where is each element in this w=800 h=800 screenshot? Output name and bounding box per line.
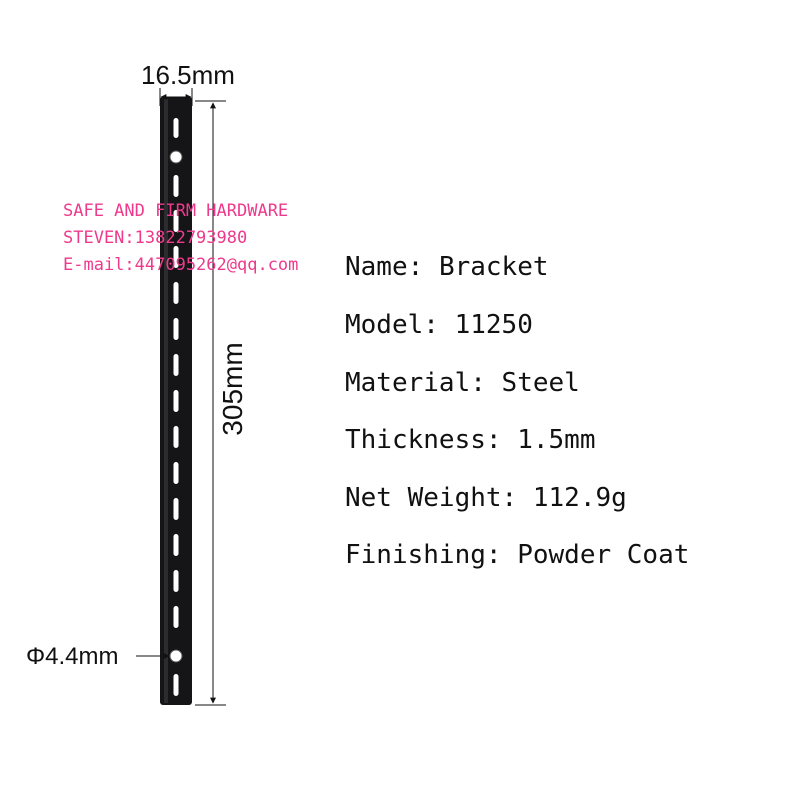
spec-separator: : — [501, 483, 533, 513]
bracket-slot — [173, 674, 179, 696]
spec-value: 112.9g — [532, 483, 627, 513]
bracket-slot — [173, 246, 179, 268]
spec-value: Bracket — [438, 252, 549, 282]
bracket-highlight — [164, 99, 168, 703]
bracket-slot — [173, 426, 179, 448]
spec-material: Material: Steel — [345, 368, 580, 398]
bracket-upright — [160, 97, 192, 705]
watermark-email: E-mail:447095262@qq.com — [63, 255, 299, 275]
spec-separator: : — [407, 252, 439, 282]
spec-separator: : — [423, 310, 455, 340]
bracket-slot — [173, 175, 179, 197]
bracket-slot — [173, 606, 179, 628]
spec-value: 11250 — [454, 310, 533, 340]
spec-key: Finishing — [345, 540, 486, 570]
bracket-slot — [173, 118, 179, 138]
bracket-slot — [173, 498, 179, 520]
hole-diameter-label: Φ4.4mm — [26, 643, 119, 670]
spec-value: Steel — [501, 368, 580, 398]
height-label: 305mm — [217, 342, 248, 435]
bracket-slots — [173, 118, 179, 696]
spec-separator: : — [470, 368, 502, 398]
spec-value: Powder Coat — [517, 540, 690, 570]
spec-name: Name: Bracket — [345, 252, 549, 282]
spec-separator: : — [485, 540, 518, 570]
mounting-hole-top — [169, 150, 183, 164]
spec-finishing: Finishing: Powder Coat — [345, 540, 689, 570]
spec-key: Model — [345, 310, 424, 340]
bracket-slot — [173, 570, 179, 592]
spec-net-weight: Net Weight: 112.9g — [345, 483, 627, 513]
spec-key: Material — [345, 368, 471, 398]
hole-dimension: Φ4.4mm — [26, 643, 170, 670]
watermark-company: SAFE AND FIRM HARDWARE — [63, 201, 289, 221]
spec-key: Net Weight — [345, 483, 502, 513]
bracket-slot — [173, 534, 179, 556]
height-dimension: 305mm — [195, 100, 248, 706]
spec-model: Model: 11250 — [345, 310, 533, 340]
bracket-slot — [173, 390, 179, 412]
width-dimension: 16.5mm — [141, 60, 235, 106]
spec-value: 1.5mm — [517, 425, 596, 455]
bracket-slot — [173, 318, 179, 340]
bracket-slot — [173, 282, 179, 304]
bracket-slot — [173, 354, 179, 376]
width-label: 16.5mm — [141, 60, 235, 90]
watermark-phone: STEVEN:13822793980 — [63, 228, 248, 248]
bracket-slot — [173, 210, 179, 232]
mounting-hole-bottom — [169, 649, 183, 663]
spec-separator: : — [485, 425, 518, 455]
spec-key: Thickness — [345, 425, 486, 455]
bracket-slot — [173, 462, 179, 484]
spec-thickness: Thickness: 1.5mm — [345, 425, 595, 455]
spec-key: Name — [345, 252, 408, 282]
